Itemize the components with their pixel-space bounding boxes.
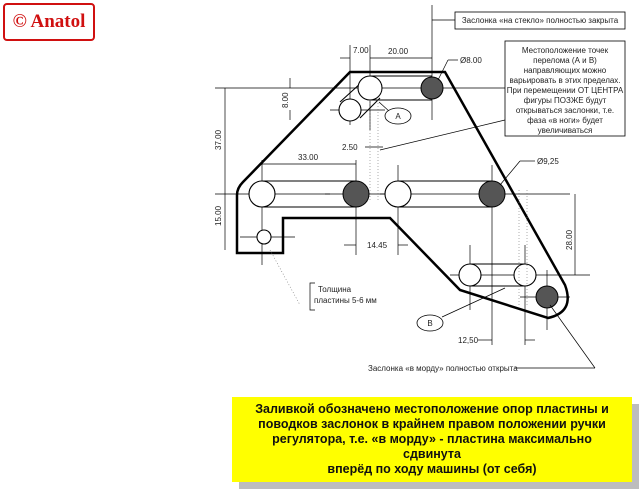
- point-b: B: [416, 314, 444, 332]
- callout-open: Заслонка «в морду» полностью открыта: [368, 364, 518, 373]
- dim-dia8: Ø8.00: [460, 56, 482, 65]
- dim-dia9-25: Ø9,25: [537, 157, 559, 166]
- dim-7: 7.00: [353, 46, 369, 55]
- dotted-guides: [269, 100, 528, 306]
- filled-supports: [342, 76, 559, 309]
- svg-text:фаза «в ноги» будет: фаза «в ноги» будет: [527, 116, 603, 125]
- dim-2-5: 2.50: [342, 143, 358, 152]
- hollow-holes: [248, 75, 537, 287]
- svg-text:перелома (А и В): перелома (А и В): [533, 56, 597, 65]
- callout-closed: Заслонка «на стекло» полностью закрыта: [462, 16, 619, 25]
- svg-text:открываться заслонки, т.е.: открываться заслонки, т.е.: [516, 106, 614, 115]
- dim-37: 37.00: [214, 129, 223, 150]
- point-a: A: [384, 107, 412, 125]
- note-line: регулятора, т.е. «в морду» - пластина ма…: [272, 432, 592, 461]
- svg-text:A: A: [395, 112, 401, 121]
- svg-text:При перемещении ОТ ЦЕНТРА: При перемещении ОТ ЦЕНТРА: [507, 86, 624, 95]
- dim-15: 15.00: [214, 205, 223, 226]
- svg-text:направляющих можно: направляющих можно: [524, 66, 607, 75]
- dim-33: 33.00: [298, 153, 319, 162]
- dimension-lines: [224, 19, 596, 369]
- logo: © Anatol: [3, 3, 95, 41]
- svg-text:Местоположение точек: Местоположение точек: [522, 46, 609, 55]
- dim-20: 20.00: [388, 47, 409, 56]
- svg-text:B: B: [427, 319, 432, 328]
- note-box: Заливкой обозначено местоположение опор …: [232, 397, 632, 482]
- svg-text:варьировать в этих пределах.: варьировать в этих пределах.: [509, 76, 620, 85]
- note-line: вперёд по ходу машины (от себя): [327, 462, 537, 476]
- note-line: поводков заслонок в крайнем правом полож…: [258, 417, 606, 431]
- info-box: Местоположение точек перелома (А и В) на…: [507, 46, 624, 135]
- thickness-label-2: пластины 5-6 мм: [314, 296, 377, 305]
- slots: [262, 75, 525, 287]
- dim-12-5: 12,50: [458, 336, 479, 345]
- dim-14-45: 14.45: [367, 241, 388, 250]
- thickness-label-1: Толщина: [318, 285, 352, 294]
- note-line: Заливкой обозначено местоположение опор …: [255, 402, 609, 416]
- dim-8: 8.00: [281, 92, 290, 108]
- dim-28: 28.00: [565, 229, 574, 250]
- svg-text:фигуры ПОЗЖЕ будут: фигуры ПОЗЖЕ будут: [524, 96, 607, 105]
- plate-outline: [235, 70, 569, 320]
- svg-text:увеличиваться: увеличиваться: [538, 126, 593, 135]
